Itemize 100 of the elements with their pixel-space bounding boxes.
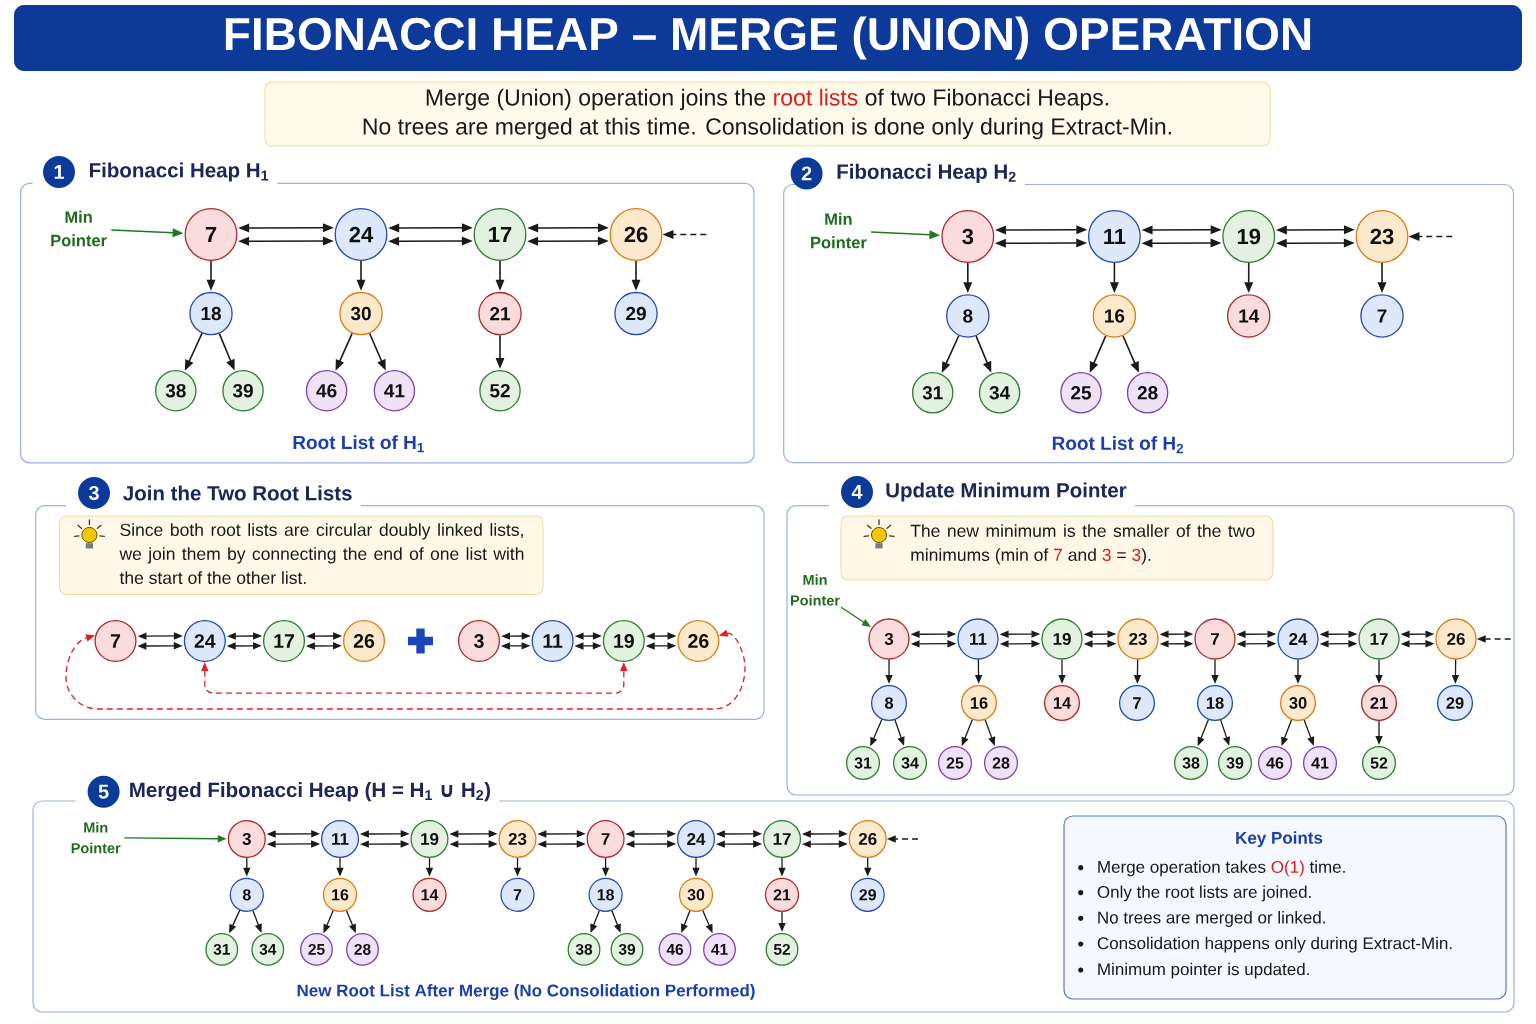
tree-node: 26 <box>342 619 386 663</box>
tree-node: 34 <box>978 372 1021 414</box>
tree-node: 23 <box>1117 618 1159 660</box>
tree-node: 30 <box>1279 684 1317 722</box>
tree-node: 46 <box>305 369 348 412</box>
tree-node: 11 <box>531 619 574 663</box>
tree-node: 46 <box>658 932 692 966</box>
tree-node: 19 <box>1222 210 1276 263</box>
arrow <box>681 910 691 933</box>
tree-node: 39 <box>610 932 644 966</box>
tree-node: 38 <box>1173 745 1209 781</box>
tree-node: 7 <box>1360 294 1404 338</box>
tree-node: 31 <box>205 932 239 966</box>
tree-node: 23 <box>1355 210 1409 263</box>
tree-node: 24 <box>334 208 388 261</box>
tree-node: 3 <box>941 210 995 263</box>
tree-node: 3 <box>227 819 266 859</box>
pointer-label: Min Pointer <box>791 574 840 606</box>
tree-node: 21 <box>764 877 800 912</box>
pointer-label: Min Pointer <box>71 822 121 854</box>
tree-node: 26 <box>1435 618 1477 660</box>
tree-node: 25 <box>300 932 333 966</box>
tree-node: 29 <box>614 291 658 336</box>
tree-node: 25 <box>937 745 973 781</box>
tree-node: 19 <box>410 819 449 859</box>
tree-node: 52 <box>765 932 799 966</box>
step-badge: 3 <box>78 477 110 509</box>
tree-node: 41 <box>373 369 416 412</box>
tree-node: 38 <box>567 932 601 966</box>
tree-node: 18 <box>189 291 233 336</box>
tree-node: 3 <box>868 618 910 660</box>
tree-node: 3 <box>457 619 501 663</box>
tree-node: 52 <box>1361 745 1397 781</box>
tree-node: 14 <box>1043 684 1081 722</box>
tree-node: 8 <box>946 294 990 338</box>
tree-node: 17 <box>262 619 306 663</box>
pointer-label: Min Pointer <box>51 210 107 247</box>
tree-node: 7 <box>184 208 238 261</box>
tree-node: 34 <box>892 745 928 781</box>
tree-node: 28 <box>346 932 379 966</box>
tree-node: 19 <box>1041 618 1083 660</box>
tree-node: 46 <box>1257 745 1293 781</box>
tree-node: 31 <box>845 745 881 781</box>
tree-node: 34 <box>251 932 285 966</box>
tree-node: 21 <box>1360 684 1398 722</box>
tree-node: 52 <box>479 369 521 412</box>
tree-node: 7 <box>1118 684 1156 722</box>
tree-node: 24 <box>183 619 226 663</box>
tree-node: 8 <box>870 684 908 722</box>
tree-node: 18 <box>1196 684 1234 722</box>
tree-node: 16 <box>960 684 998 722</box>
tree-node: 17 <box>762 819 802 859</box>
tree-node: 18 <box>588 877 623 912</box>
tree-node: 39 <box>1217 745 1253 781</box>
tree-node: 16 <box>1092 294 1137 338</box>
arrow <box>840 606 871 627</box>
tree-node: 26 <box>609 208 663 261</box>
tree-node: 21 <box>478 291 522 336</box>
key-points-box: Key Points Merge operation takes O(1) time. Only the root lists are joined. No trees are merged or linked. Consolidation happens only during Extract-Min. Minimum pointer is updated. <box>1063 815 1507 1000</box>
title-banner: FIBONACCI HEAP – MERGE (UNION) OPERATION <box>14 5 1522 71</box>
step-badge: 4 <box>841 476 873 508</box>
step-badge: 1 <box>43 156 75 188</box>
tree-node: 39 <box>222 369 264 412</box>
tree-node: 11 <box>320 819 360 859</box>
tree-node: 26 <box>677 619 720 663</box>
tree-node: 26 <box>848 819 887 859</box>
tree-node: 28 <box>983 745 1019 781</box>
tree-node: 29 <box>1436 684 1474 722</box>
tree-node: 41 <box>1302 745 1338 781</box>
arrow <box>252 910 262 933</box>
tree-node: 30 <box>339 291 383 336</box>
tree-node: 30 <box>678 877 714 912</box>
tree-node: 17 <box>473 208 527 261</box>
step-badge: 2 <box>790 157 823 190</box>
tree-node: 24 <box>1277 618 1319 660</box>
step-badge: 5 <box>87 775 120 808</box>
tree-node: 29 <box>850 877 885 912</box>
note-box: The new minimum is the smaller of the two minimums (min of 7 and 3 = 3). <box>840 515 1274 581</box>
tree-node: 17 <box>1358 618 1400 660</box>
tree-node: 28 <box>1126 372 1169 414</box>
tree-node: 14 <box>1226 294 1271 338</box>
tree-node: 38 <box>155 369 197 412</box>
tree-node: 7 <box>94 619 137 663</box>
tree-node: 7 <box>1194 618 1236 660</box>
tree-node: 16 <box>322 877 358 912</box>
tree-node: 41 <box>703 932 736 966</box>
pointer-label: Min Pointer <box>811 212 867 249</box>
tree-node: 11 <box>1087 210 1141 263</box>
note-box: Since both root lists are circular doubly linked lists, we join them by connecting the end of one list with the start of the other list. <box>59 515 544 595</box>
tree-node: 24 <box>676 819 716 859</box>
tree-node: 25 <box>1060 372 1102 414</box>
tree-node: 8 <box>229 877 264 912</box>
tree-node: 11 <box>957 618 999 660</box>
tree-node: 7 <box>500 877 535 912</box>
tree-node: 31 <box>911 372 954 414</box>
tree-node: 19 <box>602 619 645 663</box>
tree-node: 7 <box>586 819 625 859</box>
tree-node: 23 <box>498 819 537 859</box>
info-box: Merge (Union) operation joins the root lists of two Fibonacci Heaps. No trees are merged at this time. Consolidation is done only during Extract-Min. <box>264 81 1271 147</box>
tree-node: 14 <box>412 877 447 912</box>
